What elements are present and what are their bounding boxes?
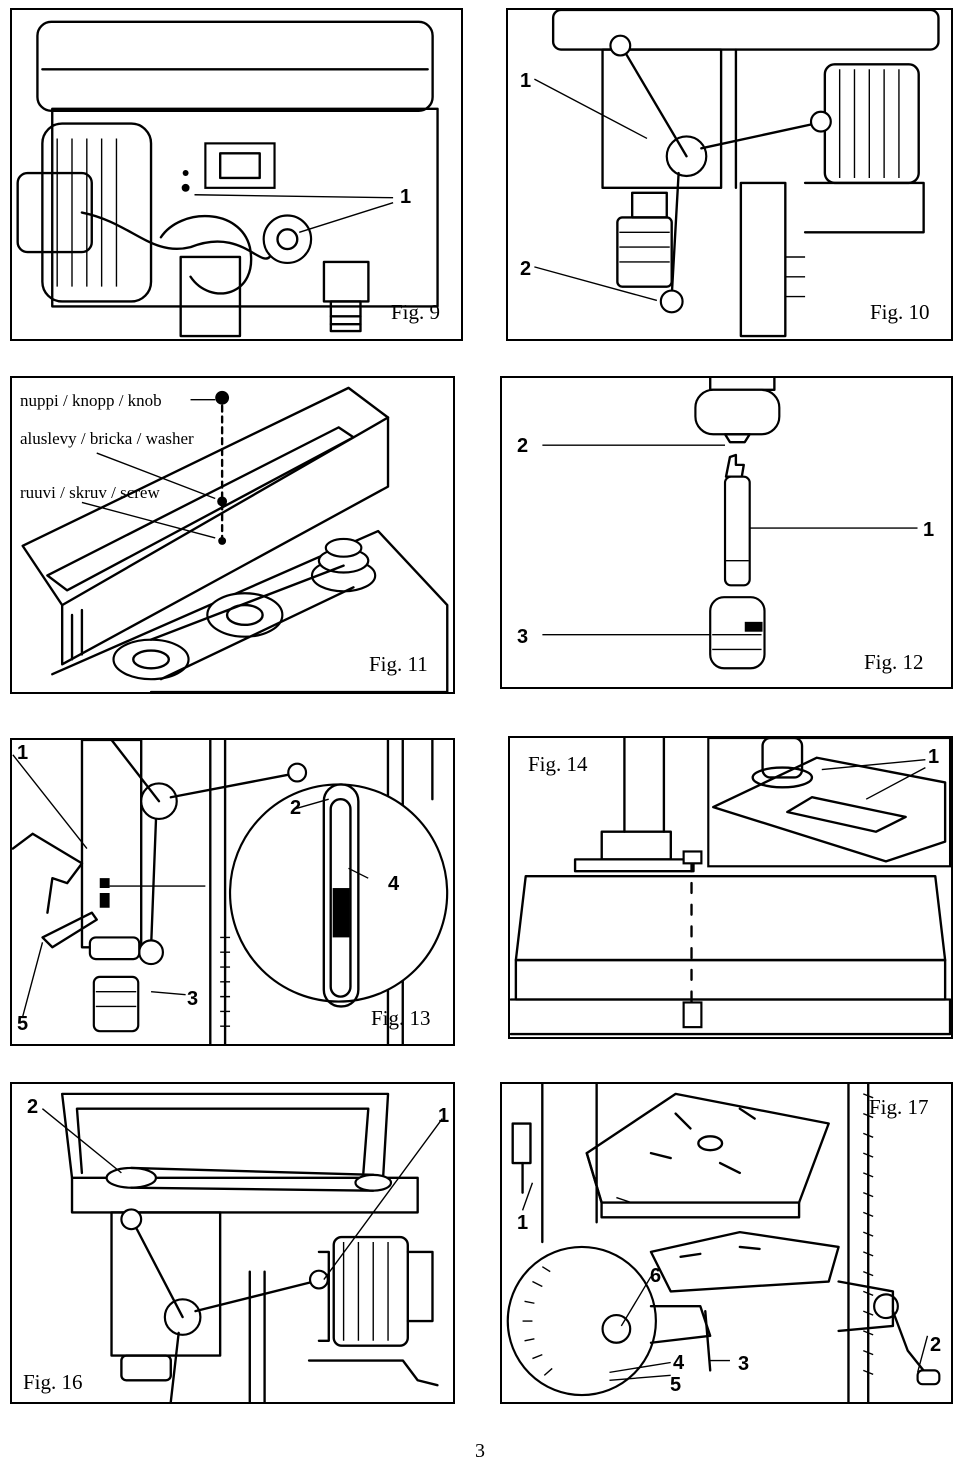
fig9-caption: Fig. 9 [391, 300, 441, 324]
fig16-callout-1: 1 [438, 1105, 450, 1127]
fig16-callout-2: 2 [27, 1096, 39, 1118]
figure-16-panel: 2 1 Fig. 16 [10, 1082, 455, 1404]
figure-10-panel: 1 2 Fig. 10 [506, 8, 953, 341]
fig12-caption: Fig. 12 [864, 650, 924, 674]
chuck-arbor-illustration [542, 378, 918, 670]
fig17-callout-4: 4 [673, 1352, 685, 1374]
page-number: 3 [475, 1440, 485, 1462]
base-mounting-illustration [510, 738, 951, 1036]
fig13-callout-2: 2 [290, 797, 302, 819]
fig11-label-screw: ruuvi / skruv / screw [20, 483, 160, 502]
fig11-caption: Fig. 11 [369, 652, 428, 676]
fig13-callout-3: 3 [187, 988, 199, 1010]
fig11-label-washer: aluslevy / bricka / washer [20, 429, 194, 448]
fig14-caption: Fig. 14 [528, 752, 588, 776]
fig13-callout-4: 4 [388, 873, 400, 895]
figure-13-panel: 1 2 4 3 5 Fig. 13 [10, 738, 455, 1046]
fig17-caption: Fig. 17 [869, 1095, 929, 1119]
fig12-callout-3: 3 [517, 626, 529, 648]
figure-12-panel: 2 1 3 Fig. 12 [500, 376, 953, 689]
fig14-callout-1: 1 [928, 746, 940, 768]
figure-17-panel: Fig. 17 1 6 4 5 3 2 [500, 1082, 953, 1404]
fig11-label-knob: nuppi / knopp / knob [20, 391, 162, 410]
figure-9-panel: 1 Fig. 9 [10, 8, 463, 341]
figure-11-panel: nuppi / knopp / knob aluslevy / bricka /… [10, 376, 455, 694]
drill-feed-handles-illustration [534, 10, 940, 338]
fig17-callout-2: 2 [930, 1334, 942, 1356]
fig9-callout-1: 1 [400, 186, 412, 208]
fig17-callout-6: 6 [650, 1265, 662, 1287]
fig10-callout-2: 2 [520, 258, 532, 280]
pulley-cover-illustration [21, 386, 449, 692]
fig10-caption: Fig. 10 [870, 300, 930, 324]
fig17-callout-5: 5 [670, 1374, 682, 1396]
fig13-callout-5: 5 [17, 1013, 29, 1035]
fig12-callout-2: 2 [517, 435, 529, 457]
fig17-callout-1: 1 [517, 1212, 529, 1234]
fig16-caption: Fig. 16 [23, 1370, 83, 1394]
table-adjustment-illustration [506, 1084, 941, 1402]
figure-14-panel: Fig. 14 1 [508, 736, 953, 1039]
fig13-caption: Fig. 13 [371, 1006, 431, 1030]
drill-head-illustration [16, 20, 439, 338]
belt-tension-illustration [41, 1092, 443, 1402]
fig17-callout-3: 3 [738, 1353, 750, 1375]
fig12-callout-1: 1 [923, 519, 935, 541]
fig10-callout-1: 1 [520, 70, 532, 92]
chuck-removal-illustration [12, 740, 449, 1044]
fig13-callout-1: 1 [17, 742, 29, 764]
